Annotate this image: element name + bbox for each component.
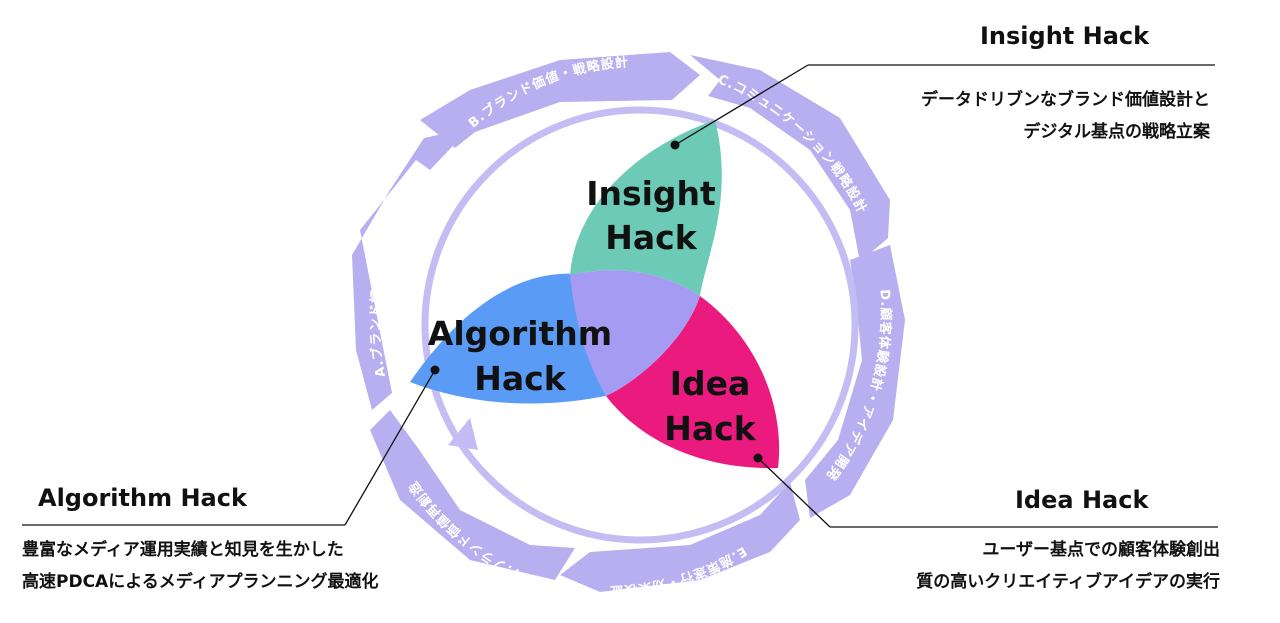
idea-hack-desc-line: 質の高いクリエイティブアイデアの実行 [916,572,1220,592]
inner-ring [421,106,859,544]
leader-algorithm [22,365,440,526]
idea-hack-desc: ユーザー基点での顧客体験創出 質の高いクリエイティブアイデアの実行 [916,534,1220,598]
idea-dot [753,453,763,463]
petal-idea-label-2: Hack [664,409,756,448]
algorithm-hack-desc-line: 高速PDCAによるメディアプランニング最適化 [22,572,379,592]
leader-idea [753,453,1218,528]
insight-hack-desc-line: データドリブンなブランド価値設計と [921,90,1210,110]
idea-hack-title: Idea Hack [1015,486,1149,514]
ring-segment-b [420,52,700,148]
idea-hack-desc-line: ユーザー基点での顧客体験創出 [982,540,1220,560]
algorithm-dot [430,365,440,375]
insight-dot [670,140,680,150]
ring-label-a: A.ブランド評価 [368,274,389,379]
insight-hack-desc: データドリブンなブランド価値設計と デジタル基点の戦略立案 [921,84,1210,148]
ring-segment-d [805,245,905,518]
ring-segment-e [560,482,800,592]
ring-segment-c [690,55,890,262]
petal-idea [606,296,780,469]
insight-hack-title: Insight Hack [980,22,1150,50]
petal-algorithm [410,273,615,404]
petal-insight-label-1: Insight [586,174,716,213]
leader-insight [670,64,1215,150]
algorithm-hack-title: Algorithm Hack [38,484,247,512]
petal-insight [570,120,722,296]
algorithm-hack-desc-line: 豊富なメディア運用実績と知見を生かした [22,540,344,560]
petal-center [570,270,700,396]
outer-ring [352,52,905,592]
petal-algorithm-label-1: Algorithm [428,314,612,353]
petal-idea-label-1: Idea [670,364,751,403]
ring-segment-f [370,410,575,580]
petal-insight-label-2: Hack [605,218,697,257]
insight-hack-desc-line: デジタル基点の戦略立案 [1023,122,1210,142]
inner-ring-arrowhead [448,418,478,450]
algorithm-hack-desc: 豊富なメディア運用実績と知見を生かした 高速PDCAによるメディアプランニング最… [22,534,379,598]
petal-algorithm-label-2: Hack [474,359,566,398]
